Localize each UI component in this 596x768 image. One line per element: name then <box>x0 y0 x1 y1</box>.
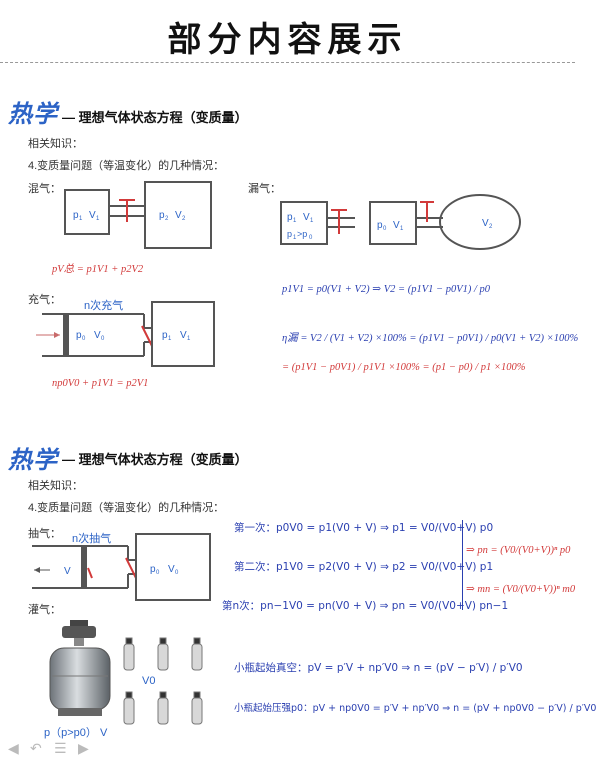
svg-text:1: 1 <box>79 216 83 222</box>
prev-slide-icon[interactable]: ◀ <box>8 740 19 756</box>
svg-text:p: p <box>76 330 82 341</box>
svg-text:V: V <box>168 564 175 575</box>
leak-label: 漏气： <box>248 183 281 195</box>
title-divider <box>0 62 575 63</box>
draw-caption: n次抽气 <box>72 533 112 545</box>
svg-text:1: 1 <box>310 218 314 224</box>
svg-text:1: 1 <box>400 226 404 232</box>
svg-text:0: 0 <box>101 336 105 342</box>
leak-equation-3: = (p1V1 − p0V1) / p1V1 ×100% = (p1 − p0)… <box>282 362 526 373</box>
draw-result-p: ⇒ pn = (V0/(V0+V))ⁿ p0 <box>466 545 571 556</box>
page-title: 部分内容展示 <box>167 20 408 60</box>
menu-icon[interactable]: ☰ <box>54 740 67 756</box>
bottle-caption: V0 <box>142 675 156 687</box>
section1-logo: 热学 <box>8 99 58 128</box>
svg-text:V: V <box>180 330 187 341</box>
svg-text:2: 2 <box>182 216 186 222</box>
section1-subtitle: 4.变质量问题（等温变化）的几种情况： <box>28 160 225 172</box>
section2-title: — 理想气体状态方程（变质量） <box>62 452 248 467</box>
draw-label: 抽气： <box>28 528 61 540</box>
draw-first: 第一次：p0V0 = p1(V0 + V) ⇒ p1 = V0/(V0+V) p… <box>234 522 494 534</box>
svg-text:1: 1 <box>293 218 297 224</box>
mix-label: 混气： <box>28 183 61 195</box>
pour-pressure: 小瓶起始压强p0：pV + np0V0 = p′V + np′V0 ⇒ n = … <box>234 703 596 714</box>
small-bottles-image <box>123 637 203 725</box>
svg-text:p: p <box>159 210 165 221</box>
pour-label: 灌气： <box>28 604 61 616</box>
section1-intro: 相关知识： <box>28 138 83 150</box>
svg-text:1: 1 <box>168 336 172 342</box>
section2-intro: 相关知识： <box>28 480 83 492</box>
svg-text:2: 2 <box>489 224 493 230</box>
tank-caption: p（p>p0） V <box>44 727 108 739</box>
gas-tank-image <box>49 620 111 716</box>
mix-equation: pV总 = p1V1 + p2V2 <box>52 264 144 275</box>
draw-brace <box>455 520 463 610</box>
svg-text:V: V <box>393 220 400 231</box>
draw-result-m: ⇒ mn = (V0/(V0+V))ⁿ m0 <box>466 584 576 595</box>
svg-text:0: 0 <box>309 235 313 241</box>
svg-text:1: 1 <box>293 235 297 241</box>
leak-equation-2: η漏 = V2 / (V1 + V2) ×100% = (p1V1 − p0V1… <box>282 333 579 344</box>
section2-logo: 热学 <box>8 445 58 474</box>
svg-text:V: V <box>89 210 96 221</box>
svg-text:p: p <box>150 564 156 575</box>
section2-subtitle: 4.变质量问题（等温变化）的几种情况： <box>28 502 225 514</box>
svg-text:0: 0 <box>383 226 387 232</box>
svg-text:>p: >p <box>297 229 307 239</box>
svg-text:1: 1 <box>187 336 191 342</box>
next-slide-icon[interactable]: ▶ <box>78 740 89 756</box>
svg-text:p: p <box>162 330 168 341</box>
fill-caption: n次充气 <box>84 300 124 312</box>
fill-equation: np0V0 + p1V1 = p2V1 <box>52 378 149 389</box>
back-icon[interactable]: ↶ <box>30 740 42 756</box>
draw-second: 第二次：p1V0 = p2(V0 + V) ⇒ p2 = V0/(V0+V) p… <box>234 561 494 573</box>
svg-text:0: 0 <box>156 570 160 576</box>
draw-nth: 第n次：pn−1V0 = pn(V0 + V) ⇒ pn = V0/(V0+V)… <box>222 600 509 612</box>
svg-text:V: V <box>64 566 71 577</box>
svg-text:0: 0 <box>82 336 86 342</box>
svg-text:V: V <box>482 218 489 229</box>
leak-equation-1: p1V1 = p0(V1 + V2) ⇒ V2 = (p1V1 − p0V1) … <box>282 284 491 295</box>
svg-text:0: 0 <box>175 570 179 576</box>
section1-title: — 理想气体状态方程（变质量） <box>62 110 248 125</box>
svg-text:2: 2 <box>165 216 169 222</box>
svg-text:V: V <box>94 330 101 341</box>
svg-text:V: V <box>303 212 310 223</box>
pour-vacuum: 小瓶起始真空：pV = p′V + np′V0 ⇒ n = (pV − p′V)… <box>234 662 523 674</box>
svg-text:p: p <box>287 212 293 223</box>
svg-text:V: V <box>175 210 182 221</box>
fill-label: 充气： <box>28 294 61 306</box>
svg-text:1: 1 <box>96 216 100 222</box>
svg-text:p: p <box>377 220 383 231</box>
svg-text:p: p <box>287 229 292 239</box>
svg-text:p: p <box>73 210 79 221</box>
